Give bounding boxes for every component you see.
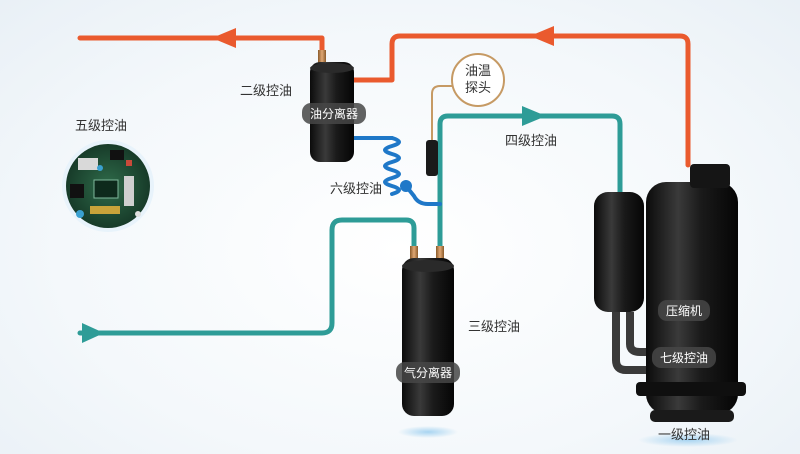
arrow-left-icon [212, 28, 236, 48]
discharge-line [77, 33, 691, 168]
level4-label: 四级控油 [505, 134, 558, 149]
oil-return-line [348, 136, 442, 206]
oil-temp-probe [426, 53, 505, 176]
level2-label: 二级控油 [240, 84, 293, 99]
pcb-board [62, 140, 154, 232]
oil-temp-probe-label: 油温 探头 [458, 63, 498, 97]
oil-temp-probe-label-line1: 油温 [464, 64, 491, 79]
arrow-right-icon [522, 106, 546, 126]
oil-temp-probe-label-line2: 探头 [464, 81, 491, 96]
level7-tag: 七级控油 [652, 347, 717, 368]
level1-label: 一级控油 [658, 428, 711, 443]
arrow-right-icon [82, 323, 104, 343]
gas-separator [398, 246, 458, 438]
gas-separator-tag: 气分离器 [396, 362, 461, 383]
level5-label: 五级控油 [75, 119, 128, 134]
level6-label: 六级控油 [330, 182, 383, 197]
oil-return-valve-icon [400, 180, 412, 192]
level3-label: 三级控油 [468, 320, 521, 335]
arrow-left-icon [530, 26, 554, 46]
compressor-tag: 压缩机 [658, 300, 711, 321]
oil-separator-tag: 油分离器 [302, 103, 367, 124]
